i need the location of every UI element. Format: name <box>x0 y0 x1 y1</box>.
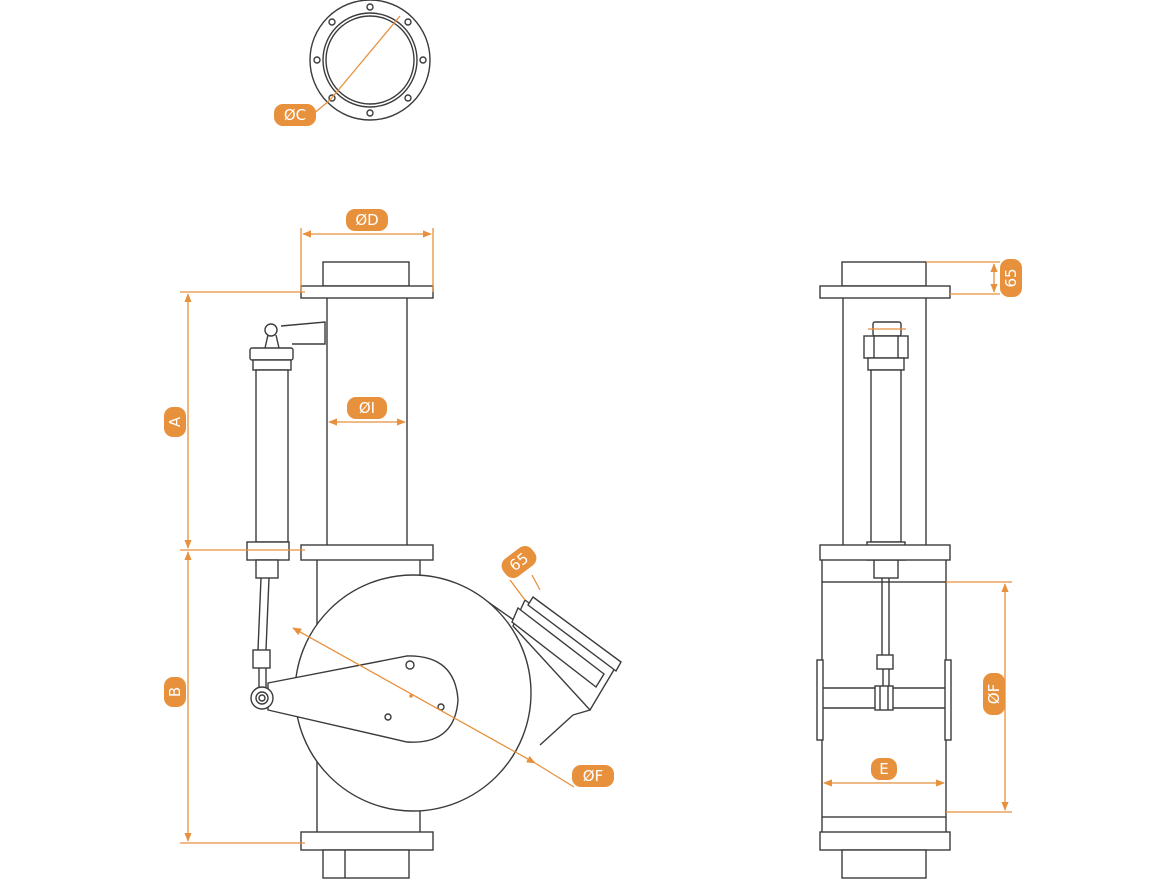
side-view <box>816 261 952 879</box>
side-bottom-flange <box>819 831 951 851</box>
side-top-spigot <box>841 261 927 287</box>
a-label: A <box>164 407 186 437</box>
side-middle-flange <box>819 544 951 561</box>
side-65-label: 65 <box>1000 259 1022 297</box>
phi-c-dimension-line <box>329 15 401 101</box>
phi-i-label: ØI <box>347 397 387 419</box>
side-left-hub <box>816 659 824 741</box>
side-bottom-spigot <box>841 849 927 879</box>
top-spigot <box>322 261 410 287</box>
svg-text:ØI: ØI <box>359 399 375 417</box>
svg-text:ØF: ØF <box>583 767 603 785</box>
flange-bore-circle <box>325 15 415 105</box>
svg-text:ØF: ØF <box>985 684 1003 704</box>
svg-text:ØD: ØD <box>355 211 378 229</box>
phi-f-side-label: ØF <box>983 673 1005 715</box>
a-dimension <box>180 291 305 551</box>
pneumatic-cylinder <box>246 334 294 688</box>
phi-c-label: ØC <box>274 104 316 126</box>
front-view <box>246 261 622 879</box>
b-label: B <box>164 677 186 707</box>
actuator-lever <box>250 655 459 743</box>
phi-f-front-label: ØF <box>572 765 614 787</box>
flange-outer-circle <box>309 0 431 121</box>
side-top-flange <box>819 285 951 299</box>
bottom-flange <box>300 831 434 851</box>
top-flange <box>300 285 434 299</box>
phi-f-front-dimension <box>292 627 575 788</box>
side-outlet <box>487 595 622 746</box>
middle-flange <box>300 544 434 561</box>
cylinder-pivot <box>264 323 278 337</box>
svg-text:ØC: ØC <box>284 106 306 124</box>
side-65-dimension <box>926 261 1000 295</box>
side-right-hub <box>944 659 952 741</box>
outlet-65-dimension <box>509 574 541 601</box>
svg-text:65: 65 <box>1002 268 1020 287</box>
b-dimension <box>180 551 305 844</box>
flange-bolt-holes <box>313 3 427 117</box>
side-shaft-coupling <box>874 685 894 711</box>
cylinder-bracket <box>280 321 326 345</box>
svg-text:E: E <box>879 760 888 778</box>
bottom-spigot <box>322 849 410 879</box>
e-label: E <box>871 758 897 780</box>
outlet-65-label: 65 <box>501 545 537 579</box>
phi-d-dimension <box>300 228 434 292</box>
svg-text:A: A <box>166 416 184 427</box>
svg-text:B: B <box>166 687 184 697</box>
side-cylinder <box>863 321 909 688</box>
phi-d-label: ØD <box>346 209 388 231</box>
top-flange-view <box>309 0 431 121</box>
flange-inner-circle <box>322 12 418 108</box>
